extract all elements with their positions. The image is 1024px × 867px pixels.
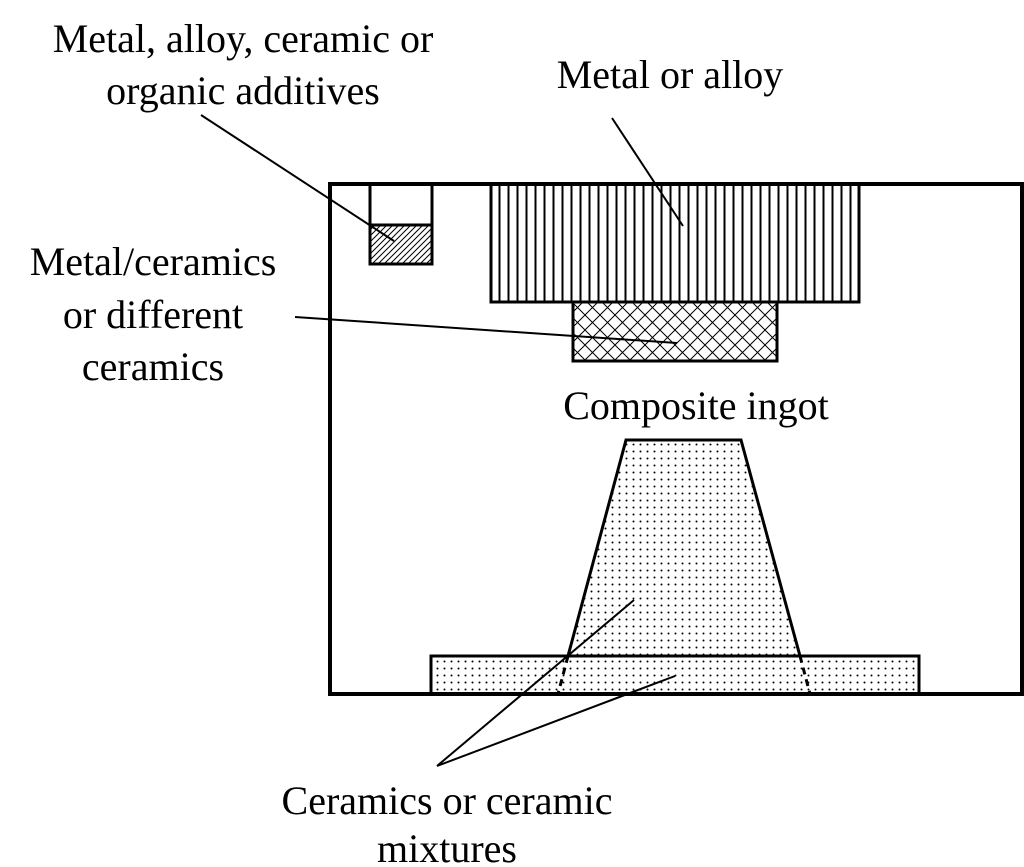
label-metal-ceramics-line2: or different (63, 292, 243, 337)
metal-ceramics-block (571, 300, 779, 363)
label-metal-ceramics-line1: Metal/ceramics (30, 239, 277, 284)
label-additives-line2: organic additives (106, 68, 380, 113)
leader-ceramics-plate (436, 675, 676, 767)
ceramic-base-plate (429, 654, 921, 696)
leader-ceramics-ingot (436, 599, 635, 767)
additives-crucible (368, 186, 434, 266)
leader-additives (200, 114, 395, 242)
ingot-dashed-left (556, 655, 570, 695)
label-metal-ceramics-line3: ceramics (82, 344, 224, 389)
label-ceramics-line1: Ceramics or ceramic (282, 778, 613, 823)
leader-metal-alloy (611, 117, 684, 227)
composite-ingot-shape (566, 438, 802, 658)
ingot-dashed-right (798, 655, 812, 695)
label-additives-line1: Metal, alloy, ceramic or (53, 16, 434, 61)
label-composite-ingot: Composite ingot (563, 383, 829, 428)
metal-alloy-block (489, 182, 861, 304)
label-metal-alloy: Metal or alloy (557, 52, 784, 97)
label-ceramics-line2: mixtures (377, 826, 517, 867)
leader-metal-ceramics (294, 316, 678, 344)
additives-fill (368, 223, 434, 266)
